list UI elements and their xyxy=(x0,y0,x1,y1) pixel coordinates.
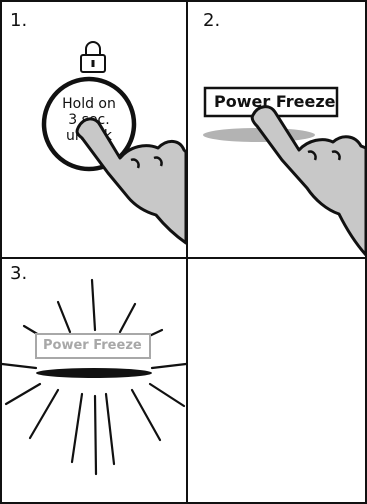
pointing-hand-icon xyxy=(252,107,366,255)
pointing-hand-icon xyxy=(77,119,186,243)
button-shadow-dark xyxy=(36,368,152,378)
step-2-hand-layer xyxy=(187,0,367,258)
step-3-illustration xyxy=(0,258,187,504)
step-1-hand-layer xyxy=(0,0,187,258)
power-freeze-button-label-dim: Power Freeze xyxy=(43,338,142,353)
